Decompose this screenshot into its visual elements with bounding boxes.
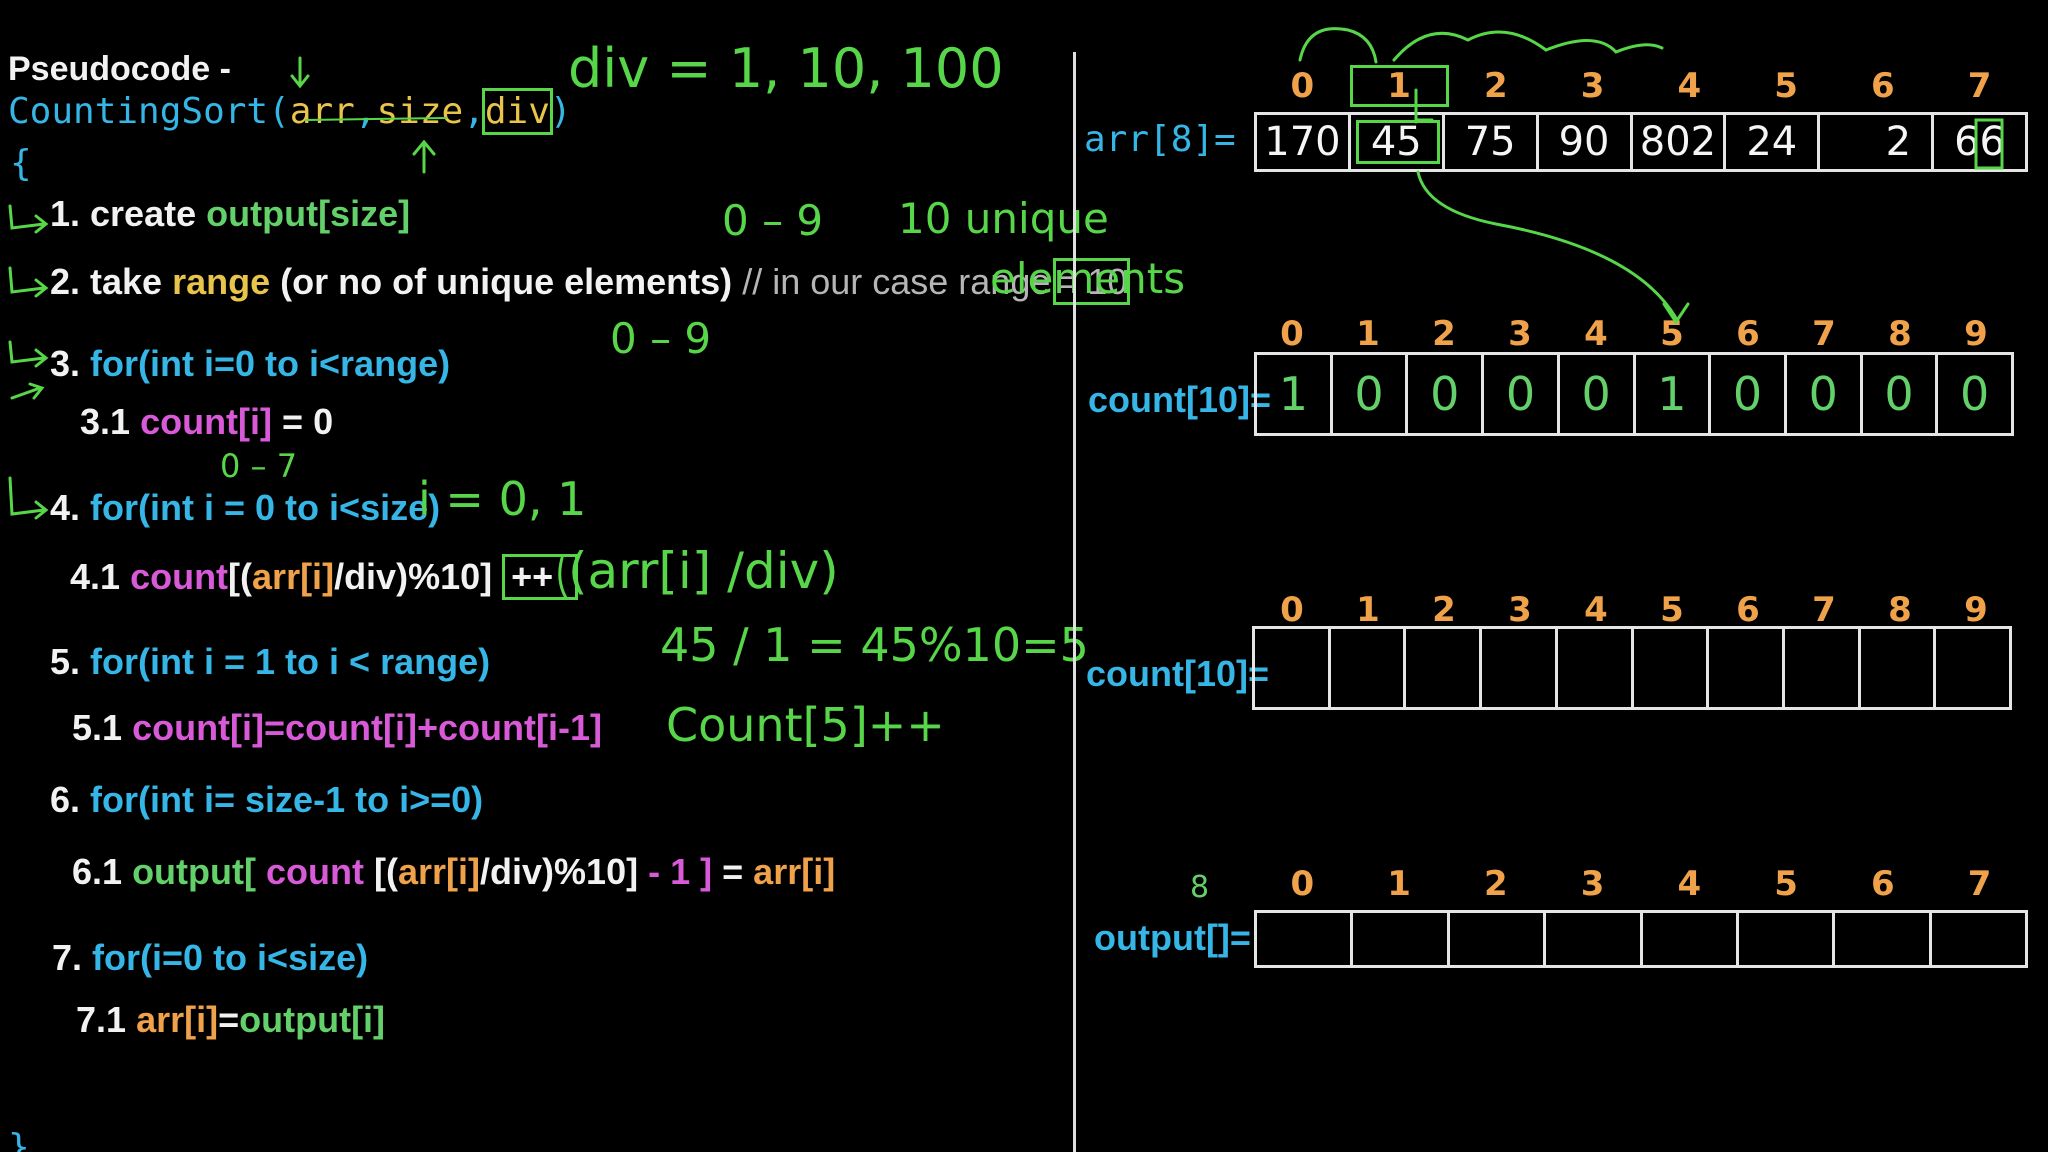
- panel-divider: [1073, 52, 1076, 1152]
- count2-cell: [1482, 629, 1558, 707]
- close-brace: }: [8, 1127, 30, 1152]
- step-3-1: 3.1 count[i] = 0: [80, 401, 334, 442]
- increment-box: ++: [502, 554, 579, 600]
- count2-cell: [1936, 629, 2009, 707]
- step3-bullet-icon: [8, 340, 49, 368]
- count1-label: count[10]=: [1088, 379, 1272, 420]
- bracket-mark: [1414, 88, 1434, 124]
- step-6-1: 6.1 output[ count [(arr[i]/div)%10] - 1 …: [72, 851, 836, 892]
- arrow-45-to-count5-icon: [1416, 170, 1690, 325]
- arr-cell: 45: [1351, 115, 1445, 169]
- count2-cell: [1406, 629, 1483, 707]
- output-cell: [1257, 913, 1354, 965]
- output-cell: [1739, 913, 1836, 965]
- pseudocode-title: Pseudocode -: [8, 50, 231, 88]
- arr-cell: 66: [1954, 119, 2006, 165]
- up-arrow-icon: [412, 139, 436, 174]
- step3-arrow-icon: [10, 382, 45, 400]
- count2-indices: 0 1 2 3 4 5 6 7 8 9: [1280, 590, 1988, 630]
- arr-cell: 24: [1726, 115, 1821, 169]
- arr-index-highlighted: 1: [1349, 65, 1449, 107]
- bracket-66: [1974, 118, 2004, 170]
- step-7-1: 7.1 arr[i]=output[i]: [76, 999, 386, 1040]
- loop-arrow-top: [1392, 30, 1664, 62]
- loop-arrow-0: [1298, 27, 1378, 64]
- output-cell: [1546, 913, 1643, 965]
- left-hand-arrows: [8, 56, 568, 600]
- step-2: 2. take range (or no of unique elements)…: [50, 258, 1131, 305]
- range-note-a: 0 – 9: [722, 196, 824, 245]
- step-4-1: 4.1 count[(arr[i]/div)%10] ++: [70, 554, 579, 600]
- range-value-box: = 10: [1053, 258, 1131, 305]
- count1-cell: 0: [1408, 355, 1485, 433]
- count1-cell: 0: [1711, 355, 1787, 433]
- div-param: div: [481, 88, 553, 135]
- step2-bullet-icon: [8, 266, 49, 298]
- step-5: 5. for(int i = 1 to i < range): [50, 641, 491, 682]
- range-note-b: 0 – 9: [610, 314, 712, 363]
- count1-cell: 0: [1333, 355, 1409, 433]
- step-1: 1. create output[size]: [50, 193, 411, 234]
- count1-cell: 0: [1484, 355, 1560, 433]
- count2-cell: [1709, 629, 1785, 707]
- count1-boxes: 1 0 0 0 0 1 0 0 0 0: [1254, 352, 2014, 436]
- count1-cell: 1: [1257, 355, 1333, 433]
- arr-cell: 90: [1539, 115, 1633, 169]
- output-cell: [1450, 913, 1547, 965]
- function-signature: CountingSort(arr,size,div): [8, 88, 572, 135]
- arr-boxes: 170 45 75 90 802 24 2 66: [1254, 112, 2028, 172]
- output-cell: [1643, 913, 1739, 965]
- output-boxes: [1254, 910, 2028, 968]
- step4-bullet-icon: [8, 476, 49, 520]
- elements-note: elements: [990, 254, 1186, 303]
- range-0-7-note: 0 – 7: [220, 447, 298, 485]
- right-hand-arrows: [1298, 27, 2004, 325]
- step-5-1: 5.1 count[i]=count[i]+count[i-1]: [72, 707, 602, 748]
- count-inc-note: Count[5]++: [666, 698, 945, 752]
- output-indices: 0 1 2 3 4 5 6 7: [1290, 864, 1992, 904]
- count1-cell: 1: [1636, 355, 1712, 433]
- count1-indices: 0 1 2 3 4 5 6 7 8 9: [1280, 314, 1988, 354]
- count2-cell: [1634, 629, 1710, 707]
- count1-cell: 0: [1960, 367, 1990, 421]
- output-size-note: 8: [1190, 870, 1210, 905]
- down-arrow-icon: [290, 56, 310, 89]
- arr-cell: 75: [1445, 115, 1539, 169]
- arr-cell: 170: [1257, 115, 1351, 169]
- open-brace: {: [10, 143, 32, 184]
- arr-cell: 802: [1633, 115, 1727, 169]
- step-3: 3. for(int i=0 to i<range): [50, 343, 451, 384]
- step-7: 7. for(i=0 to i<size): [52, 937, 369, 978]
- i-values-note: i = 0, 1: [418, 472, 587, 526]
- arr-cell: 2: [1820, 115, 1935, 169]
- count2-cell: [1558, 629, 1634, 707]
- paren-left: [558, 556, 568, 600]
- calc-note: 45 / 1 = 45%10=5: [660, 618, 1089, 672]
- count1-cell: 0: [1787, 355, 1863, 433]
- count2-cell: [1785, 629, 1861, 707]
- output-label: output[]=: [1094, 917, 1251, 958]
- count2-cell: [1255, 629, 1331, 707]
- output-cell: [1353, 913, 1450, 965]
- count2-boxes: [1252, 626, 2012, 710]
- arr-label: arr[8]=: [1084, 119, 1236, 160]
- count2-cell: [1861, 629, 1937, 707]
- arr-div-note: (arr[i] /div): [568, 542, 839, 600]
- output-cell: [1932, 913, 2025, 965]
- arr-indices: 0 1 2 3 4 5 6 7: [1290, 65, 1992, 107]
- step1-bullet-icon: [8, 204, 49, 234]
- output-cell: [1835, 913, 1932, 965]
- count2-cell: [1331, 629, 1407, 707]
- step-4: 4. for(int i = 0 to i<size): [50, 487, 441, 528]
- step-6: 6. for(int i= size-1 to i>=0): [50, 779, 484, 820]
- count1-cell: 0: [1560, 355, 1636, 433]
- div-values-note: div = 1, 10, 100: [568, 37, 1004, 100]
- count1-cell: 0: [1863, 355, 1939, 433]
- count2-label: count[10]=: [1086, 653, 1270, 694]
